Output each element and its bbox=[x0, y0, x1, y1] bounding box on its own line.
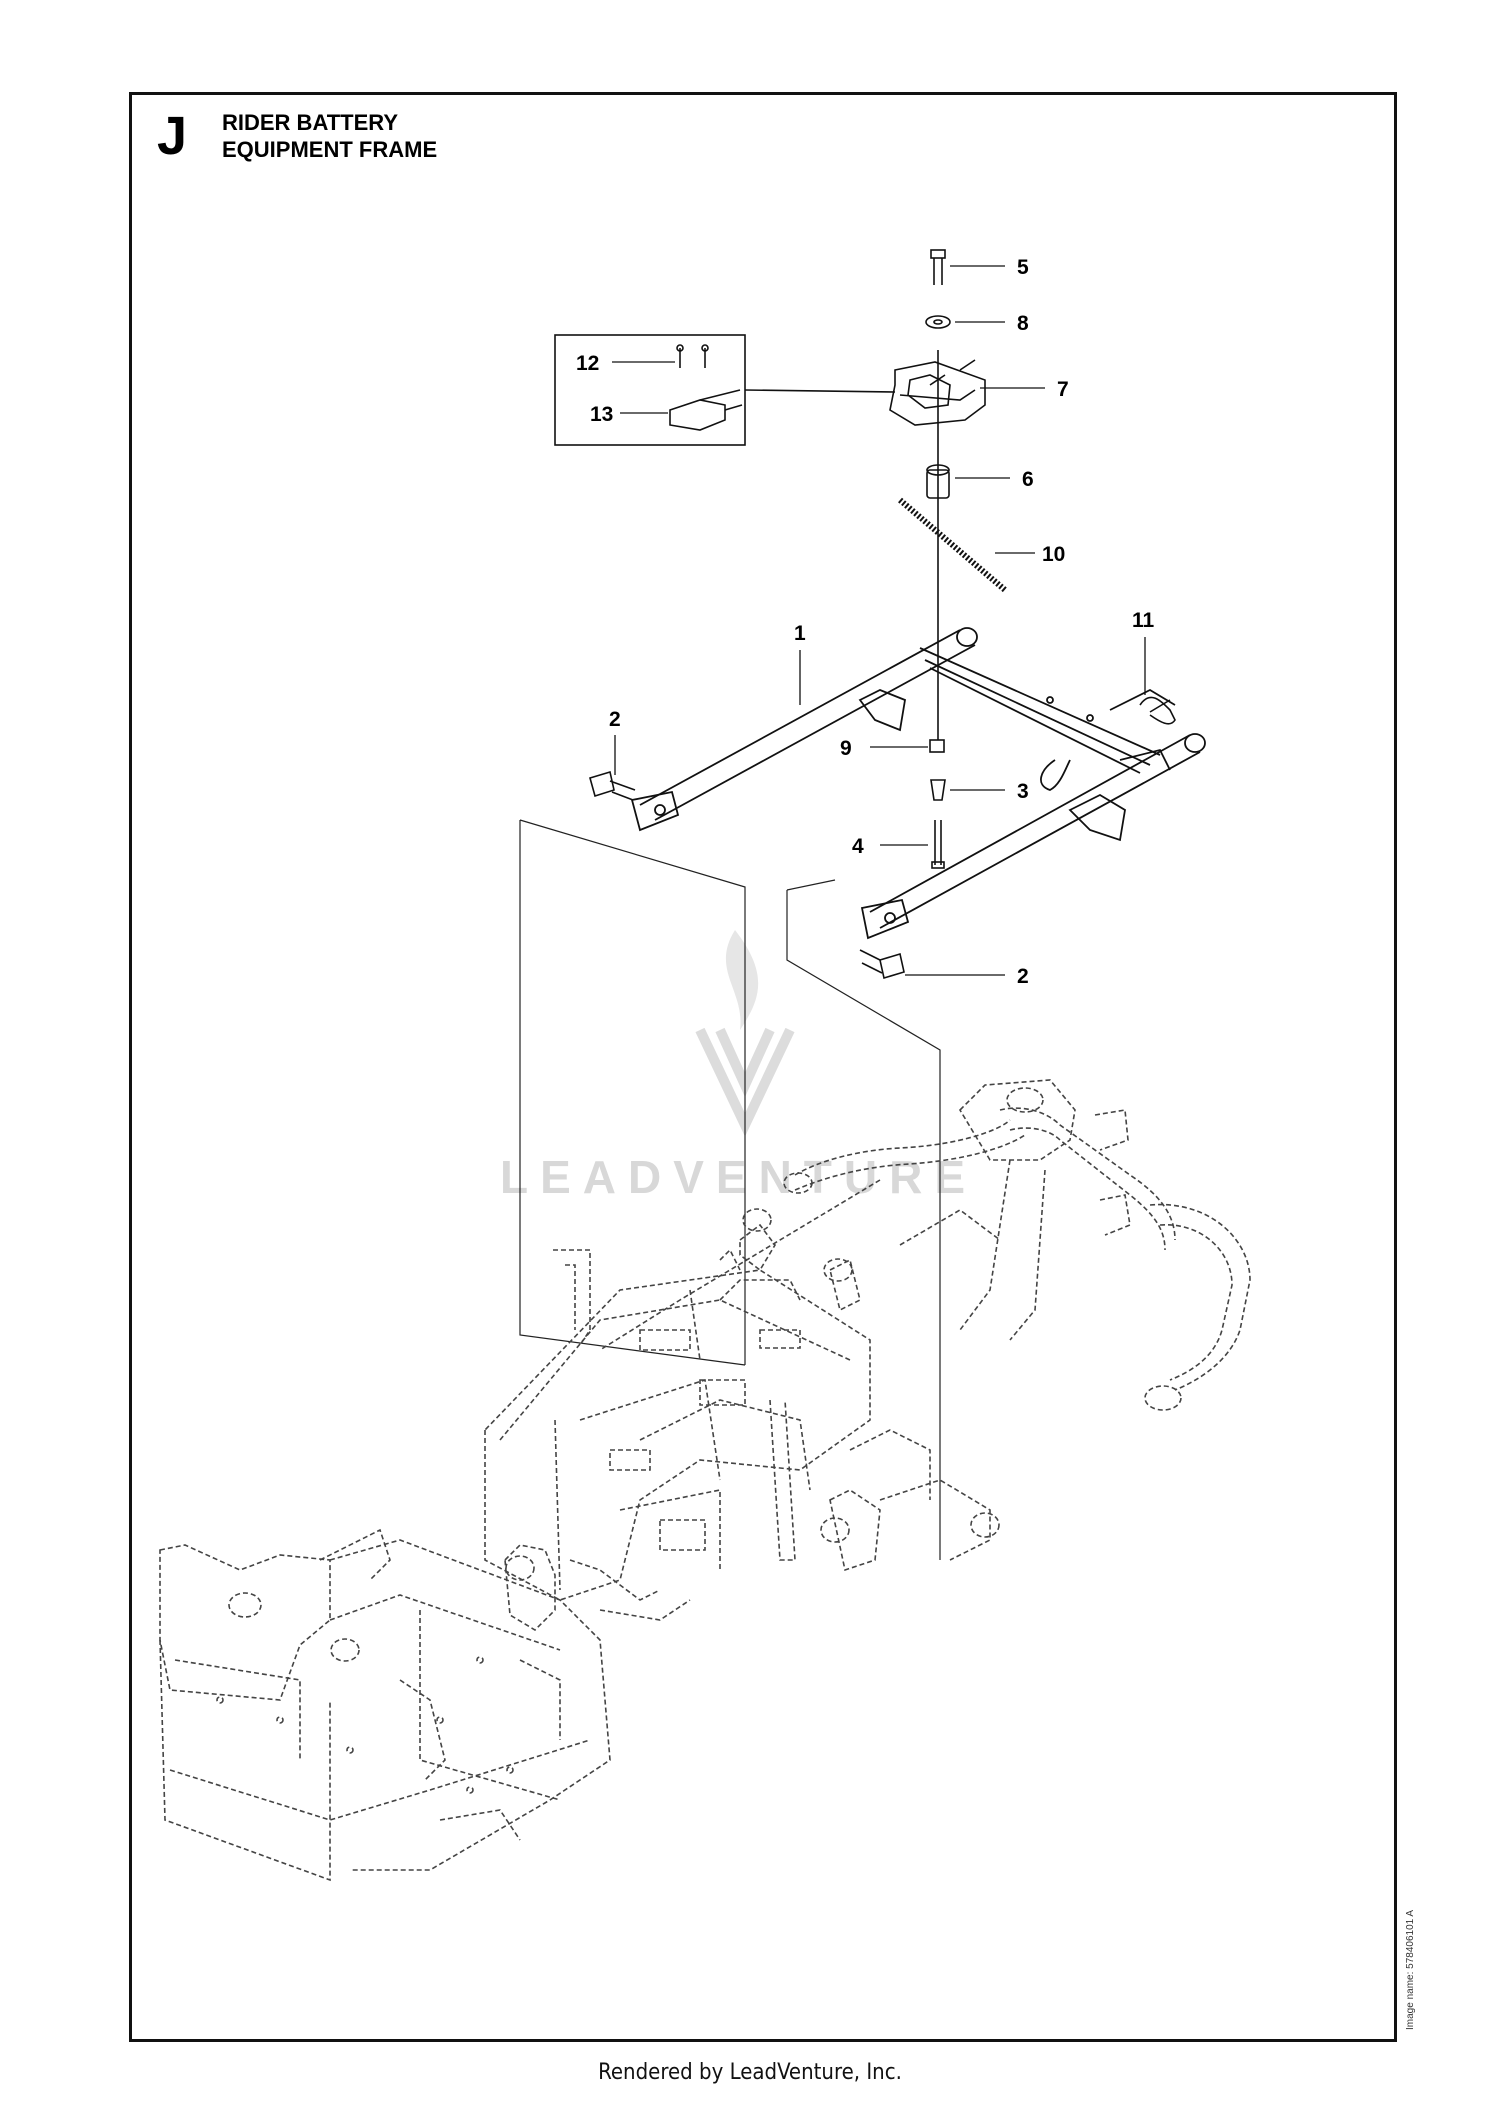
callout-labels: 5 8 7 6 10 11 1 2 9 3 4 2 12 13 bbox=[576, 256, 1155, 988]
vertical-assembly bbox=[889, 249, 1007, 869]
bolt-2-parts bbox=[589, 770, 905, 980]
callout-5: 5 bbox=[1017, 256, 1029, 279]
section-title: RIDER BATTERY EQUIPMENT FRAME bbox=[222, 109, 437, 163]
image-name-label: Image name: 578406101 A bbox=[1405, 1909, 1416, 2030]
switch-inset-box bbox=[554, 334, 896, 446]
watermark-text: LEADVENTURE bbox=[500, 1151, 978, 1203]
chassis-frame bbox=[159, 1079, 1251, 1882]
callout-10: 10 bbox=[1042, 543, 1065, 566]
diagram-sheet: J RIDER BATTERY EQUIPMENT FRAME bbox=[129, 92, 1397, 2042]
callout-6: 6 bbox=[1022, 468, 1034, 491]
leader-box-left bbox=[519, 819, 746, 1366]
callout-8: 8 bbox=[1017, 312, 1029, 335]
leader-box-right bbox=[786, 879, 941, 1560]
callout-2-right: 2 bbox=[1017, 965, 1029, 988]
footer-credit: Rendered by LeadVenture, Inc. bbox=[598, 2060, 902, 2085]
callout-12: 12 bbox=[576, 352, 599, 375]
callout-2-left: 2 bbox=[609, 708, 621, 731]
title-line-2: EQUIPMENT FRAME bbox=[222, 137, 438, 162]
callout-11: 11 bbox=[1132, 609, 1155, 632]
equipment-frame-part-1 bbox=[630, 627, 1206, 940]
section-letter: J bbox=[157, 106, 188, 166]
callout-4: 4 bbox=[852, 835, 864, 858]
callout-13: 13 bbox=[590, 403, 613, 426]
callout-7: 7 bbox=[1057, 378, 1069, 401]
part-11-pin bbox=[1139, 696, 1176, 725]
callout-3: 3 bbox=[1017, 780, 1029, 803]
callout-leaders bbox=[612, 265, 1146, 976]
callout-9: 9 bbox=[840, 737, 852, 760]
title-line-1: RIDER BATTERY bbox=[222, 110, 398, 135]
callout-1: 1 bbox=[794, 622, 806, 645]
